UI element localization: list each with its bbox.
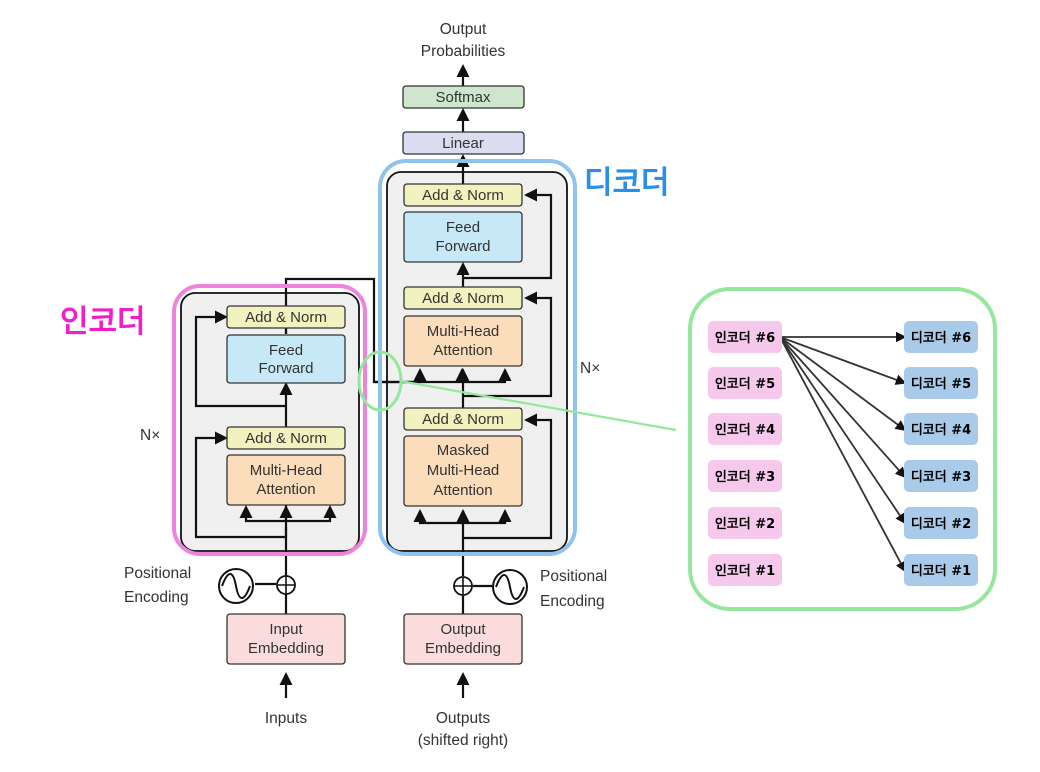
encoder-feed-forward: Feed Forward <box>226 334 346 384</box>
svg-text:Multi-Head: Multi-Head <box>427 462 500 479</box>
svg-text:Softmax: Softmax <box>435 89 491 106</box>
encoder-highlight-frame <box>172 284 367 556</box>
decoder-nx-label: N× <box>580 360 600 377</box>
decoder-add-norm-mid: Add & Norm <box>403 286 523 310</box>
svg-text:디코더 #6: 디코더 #6 <box>911 330 971 346</box>
zoom-decoder-chip-6: 디코더 #6 <box>904 321 978 353</box>
zoom-encoder-chip-5: 인코더 #5 <box>708 367 782 399</box>
decoder-add-icon <box>453 576 473 596</box>
svg-text:인코더 #1: 인코더 #1 <box>715 563 775 579</box>
svg-text:Add & Norm: Add & Norm <box>422 411 504 428</box>
svg-text:Linear: Linear <box>442 135 484 152</box>
linear-block: Linear <box>402 131 525 155</box>
zoom-decoder-chip-3: 디코더 #3 <box>904 460 978 492</box>
svg-text:인코더 #5: 인코더 #5 <box>715 376 775 392</box>
zoom-connector-line <box>399 379 677 432</box>
svg-text:Input: Input <box>269 621 303 638</box>
zoom-encoder-chip-3: 인코더 #3 <box>708 460 782 492</box>
encoder-decoder-links <box>779 331 907 573</box>
zoom-encoder-chip-6: 인코더 #6 <box>708 321 782 353</box>
outputs-label-2: (shifted right) <box>418 732 508 749</box>
svg-text:Forward: Forward <box>435 238 490 255</box>
output-probabilities-label: Output <box>440 21 487 38</box>
svg-text:Feed: Feed <box>269 342 303 359</box>
decoder-positional-encoding-label-2: Encoding <box>540 593 605 610</box>
svg-text:Add & Norm: Add & Norm <box>422 290 504 307</box>
svg-text:디코더 #1: 디코더 #1 <box>911 563 971 579</box>
decoder-connections <box>413 64 553 698</box>
svg-text:Masked: Masked <box>437 442 490 459</box>
output-embedding-block: Output Embedding <box>403 613 523 665</box>
svg-text:디코더 #5: 디코더 #5 <box>911 376 971 392</box>
svg-text:디코더 #3: 디코더 #3 <box>911 469 971 485</box>
svg-text:Add & Norm: Add & Norm <box>245 309 327 326</box>
svg-text:인코더 #4: 인코더 #4 <box>715 422 775 438</box>
zoom-decoder-chip-4: 디코더 #4 <box>904 413 978 445</box>
encoder-add-norm-bottom: Add & Norm <box>226 426 346 450</box>
decoder-highlight-frame <box>378 159 577 556</box>
zoom-encoder-chip-4: 인코더 #4 <box>708 413 782 445</box>
decoder-add-norm-top: Add & Norm <box>403 183 523 207</box>
svg-text:Embedding: Embedding <box>425 640 501 657</box>
svg-text:디코더 #4: 디코더 #4 <box>911 422 971 438</box>
svg-text:인코더 #2: 인코더 #2 <box>715 516 775 532</box>
output-probabilities-label-2: Probabilities <box>421 43 506 60</box>
encoder-positional-encoding-label-2: Encoding <box>124 589 189 606</box>
inputs-label: Inputs <box>265 710 307 727</box>
encoder-add-norm-top: Add & Norm <box>226 305 346 329</box>
svg-text:Multi-Head: Multi-Head <box>250 462 323 479</box>
svg-text:Add & Norm: Add & Norm <box>245 430 327 447</box>
outputs-label: Outputs <box>436 710 491 727</box>
decoder-positional-encoding-label: Positional <box>540 568 607 585</box>
svg-text:Forward: Forward <box>258 360 313 377</box>
input-embedding-block: Input Embedding <box>226 613 346 665</box>
decoder-masked-multi-head-attention: Masked Multi-Head Attention <box>403 435 523 507</box>
softmax-block: Softmax <box>402 85 525 109</box>
encoder-add-icon <box>276 575 296 595</box>
svg-text:Attention: Attention <box>433 342 492 359</box>
zoom-encoder-chip-1: 인코더 #1 <box>708 554 782 586</box>
svg-text:Attention: Attention <box>433 482 492 499</box>
zoom-decoder-chip-1: 디코더 #1 <box>904 554 978 586</box>
svg-text:Output: Output <box>440 621 486 638</box>
zoom-decoder-chip-5: 디코더 #5 <box>904 367 978 399</box>
encoder-multi-head-attention: Multi-Head Attention <box>226 454 346 506</box>
svg-text:Attention: Attention <box>256 481 315 498</box>
decoder-feed-forward: Feed Forward <box>403 211 523 263</box>
decoder-positional-encoding-icon <box>492 569 528 605</box>
decoder-multi-head-attention: Multi-Head Attention <box>403 315 523 367</box>
decoder-title: 디코더 <box>584 165 670 201</box>
encoder-nx-label: N× <box>140 427 160 444</box>
svg-text:Multi-Head: Multi-Head <box>427 323 500 340</box>
encoder-title: 인코더 <box>60 304 146 340</box>
zoom-decoder-chip-2: 디코더 #2 <box>904 507 978 539</box>
svg-text:디코더 #2: 디코더 #2 <box>911 516 971 532</box>
svg-text:인코더 #3: 인코더 #3 <box>715 469 775 485</box>
decoder-add-norm-bottom: Add & Norm <box>403 407 523 431</box>
svg-text:인코더 #6: 인코더 #6 <box>715 330 775 346</box>
zoom-encoder-chip-2: 인코더 #2 <box>708 507 782 539</box>
svg-text:Embedding: Embedding <box>248 640 324 657</box>
svg-text:Feed: Feed <box>446 219 480 236</box>
encoder-positional-encoding-icon <box>218 568 254 604</box>
encoder-stack-background <box>180 292 360 552</box>
encoder-connections <box>194 277 469 698</box>
encoder-positional-encoding-label: Positional <box>124 565 191 582</box>
svg-text:Add & Norm: Add & Norm <box>422 187 504 204</box>
